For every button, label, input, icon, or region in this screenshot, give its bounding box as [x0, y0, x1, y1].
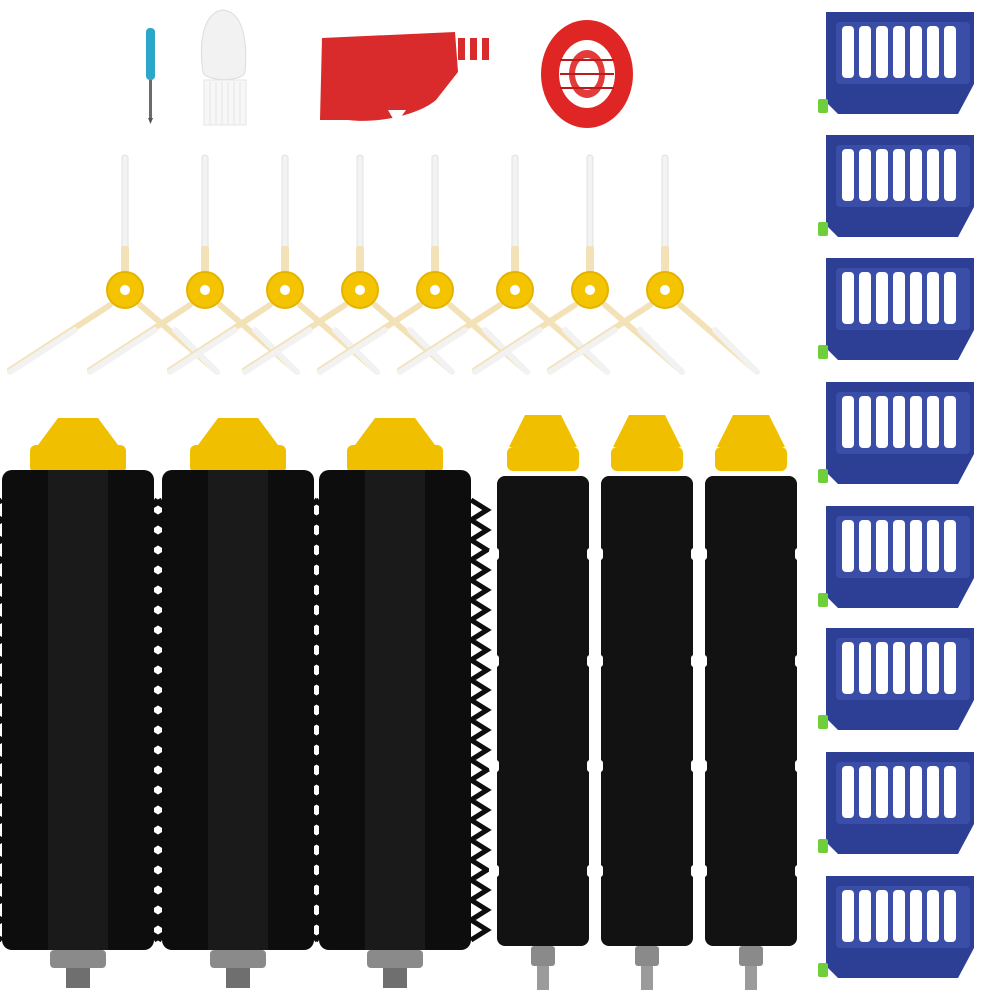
- filter-2: [818, 135, 974, 237]
- side-brush-3: [167, 154, 380, 375]
- filter-8: [818, 876, 974, 978]
- side-brush-6: [397, 154, 610, 375]
- tools-row: [146, 9, 633, 128]
- cleaning-brush-icon: [200, 9, 247, 126]
- red-bearing-tool-icon: [541, 20, 633, 128]
- side-brush-7: [472, 154, 685, 375]
- flexible-beater-3: [697, 415, 805, 990]
- screwdriver-icon: [146, 28, 155, 124]
- bristle-roller-3: [298, 418, 492, 988]
- red-cleaning-tool-icon: [320, 32, 489, 124]
- bristle-rollers-group: [0, 418, 492, 988]
- filter-1: [818, 12, 974, 114]
- side-brush-1: [7, 154, 220, 375]
- side-brush-4: [242, 154, 455, 375]
- bristle-roller-1: [0, 418, 175, 988]
- side-brush-8: [547, 154, 760, 375]
- side-brushes-group: [7, 154, 760, 375]
- flexible-beater-2: [593, 415, 701, 990]
- side-brush-2: [87, 154, 300, 375]
- filter-4: [818, 382, 974, 484]
- filter-5: [818, 506, 974, 608]
- bristle-roller-2: [141, 418, 335, 988]
- flexible-beater-1: [489, 415, 597, 990]
- filters-column: [818, 12, 974, 978]
- side-brush-5: [317, 154, 530, 375]
- filter-3: [818, 258, 974, 360]
- filter-6: [818, 628, 974, 730]
- flexible-beaters-group: [489, 415, 805, 990]
- filter-7: [818, 752, 974, 854]
